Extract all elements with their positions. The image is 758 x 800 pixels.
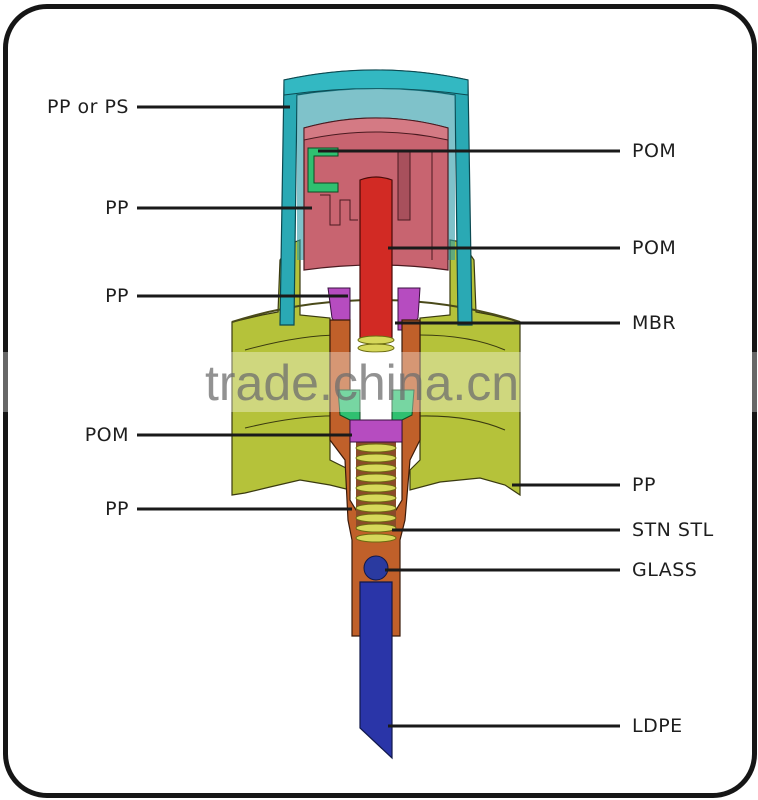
label-actuator-material: PP <box>105 197 129 219</box>
watermark-band <box>0 352 758 412</box>
label-collar-material: PP <box>105 285 129 307</box>
watermark-text: trade.china.cn <box>205 355 520 411</box>
leader-lines-right <box>318 149 620 728</box>
watermark: trade.china.cn <box>0 352 758 412</box>
label-piston-material: POM <box>84 424 129 446</box>
glass-ball-part <box>363 555 389 581</box>
closure-part <box>231 239 521 497</box>
label-stem-material: POM <box>632 237 677 259</box>
label-overcap-material: PP or PS <box>47 96 129 118</box>
dip-tube-part <box>359 581 393 760</box>
piston-seal <box>337 389 415 426</box>
label-gasket-material: MBR <box>632 312 677 334</box>
label-ball-material: GLASS <box>632 559 698 581</box>
leader-lines-left <box>137 105 352 511</box>
spring-part <box>355 335 397 543</box>
piston-part <box>349 419 403 443</box>
label-pump-body-material: PP <box>105 498 129 520</box>
stem-part <box>359 176 393 341</box>
label-dip-tube-material: LDPE <box>632 715 683 737</box>
label-spring-material: STN STL <box>632 519 714 541</box>
label-closure-material: PP <box>632 474 656 496</box>
label-insert-material: POM <box>632 140 677 162</box>
